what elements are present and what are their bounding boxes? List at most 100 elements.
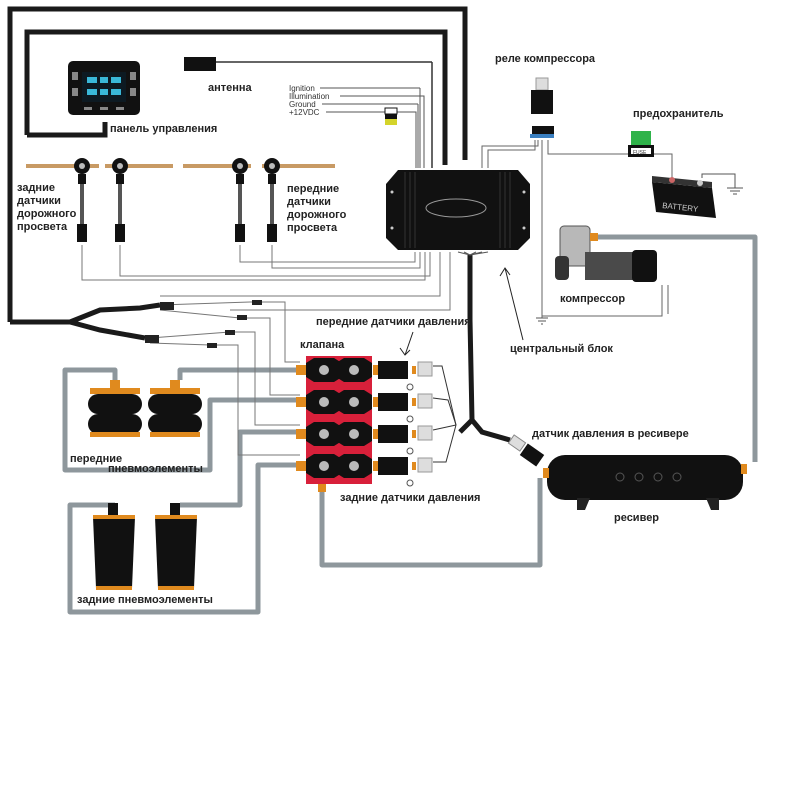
illumination-label: Illumination	[289, 92, 329, 101]
sensor-arm	[183, 164, 251, 168]
ecu-fan-wires	[457, 251, 489, 256]
air-lines	[62, 234, 758, 615]
compressor-relay	[530, 77, 554, 138]
fuse-mark: FUSE	[633, 150, 647, 156]
air-spring-front-right	[148, 380, 202, 437]
split-wire-upper	[10, 302, 161, 325]
height-sensor	[232, 158, 248, 242]
battery-mark: BATTERY	[662, 201, 700, 214]
trunk-to-tank-sensor	[470, 418, 511, 443]
valve-to-tank-line	[319, 478, 543, 568]
display-segment	[111, 89, 121, 95]
air-spring-rear-left	[93, 503, 135, 590]
valve-harness-wires	[149, 301, 300, 456]
front-height-sensors-label-1: передние	[287, 183, 339, 195]
compressor-ground-symbol-icon	[536, 317, 548, 325]
height-sensors	[26, 164, 335, 168]
pressure-sensor	[378, 361, 408, 379]
central-trunk-wire	[458, 255, 475, 434]
panel-button	[84, 107, 92, 110]
fitting	[296, 429, 306, 439]
control-panel	[68, 61, 140, 115]
fitting	[296, 461, 306, 471]
fitting	[318, 484, 326, 492]
sensor-connector	[417, 457, 433, 473]
sensor-arm	[26, 164, 99, 168]
power-input-wires	[320, 87, 425, 168]
connector-icon	[145, 335, 159, 343]
connector-icon	[225, 330, 235, 335]
sensor-connector	[417, 361, 433, 377]
rear-airbags-label: задние пневмоэлементы	[77, 594, 213, 606]
inline-fuse-icon	[384, 107, 398, 125]
front-pressure-sensors-label: передние датчики давления	[316, 316, 471, 328]
harness-connectors	[145, 300, 262, 348]
valve-block	[296, 356, 433, 492]
control-panel-label: панель управления	[110, 123, 217, 135]
rear-height-sensors-label-1: задние	[17, 182, 55, 194]
sensor-arm	[262, 164, 335, 168]
front-airbags-label-1: передние	[70, 453, 122, 465]
rear-air-springs	[93, 503, 197, 590]
connector-icon	[160, 302, 174, 310]
ground-symbol-icon	[406, 383, 414, 391]
central-unit	[386, 170, 530, 250]
power-label: +12VDC	[289, 108, 320, 117]
air-tank	[543, 455, 747, 510]
compressor-label: компрессор	[560, 293, 625, 305]
connector-icon	[237, 315, 247, 320]
height-sensor	[264, 158, 280, 242]
air-spring-front-left	[88, 380, 142, 437]
sensor-arm	[105, 164, 173, 168]
fitting	[296, 365, 306, 375]
fuse-icon	[628, 131, 654, 157]
airlift-logo	[425, 198, 487, 218]
valve-row	[296, 358, 433, 391]
fuse-battery-wire	[654, 153, 673, 180]
valve-row	[296, 422, 433, 455]
panel-button	[100, 107, 108, 110]
outer-harness-wire	[7, 6, 468, 322]
tank-pressure-sensor-label: датчик давления в ресивере	[532, 428, 689, 440]
antenna-icon	[184, 57, 216, 71]
ground-symbol-icon	[727, 187, 743, 195]
panel-button	[130, 88, 136, 96]
front-left-air-line	[62, 367, 302, 473]
tank-pressure-sensor	[507, 434, 545, 467]
compressor-relay-label: реле компрессора	[495, 53, 596, 65]
relay-wires	[481, 140, 669, 318]
pressure-sensor	[378, 425, 408, 443]
fitting	[296, 397, 306, 407]
arrow-icon	[499, 267, 524, 341]
display-segment	[100, 89, 108, 95]
compressor-icon	[555, 225, 657, 282]
height-sensor-bodies	[74, 158, 280, 242]
air-spring-rear-right	[155, 503, 197, 590]
sensor-connector	[417, 393, 433, 409]
sensor-connector	[417, 425, 433, 441]
front-airbags-label-2: пневмоэлементы	[108, 463, 203, 475]
front-height-sensors-label-3: дорожного	[287, 209, 347, 221]
pressure-sensor-wires	[432, 365, 457, 463]
rear-left-air-line	[67, 462, 302, 615]
fuse-label: предохранитель	[633, 108, 724, 120]
connector-icon	[252, 300, 262, 305]
rear-height-sensors-label-3: дорожного	[17, 208, 77, 220]
arrow-icon	[399, 331, 414, 356]
main-harness-wires	[7, 6, 511, 443]
ground-symbol-icon	[406, 415, 414, 423]
rear-pressure-sensors-label: задние датчики давления	[340, 492, 480, 504]
front-right-air-line	[177, 367, 302, 380]
display-segment	[87, 89, 97, 95]
split-wire-lower	[69, 319, 146, 341]
tank-label: ресивер	[614, 512, 659, 524]
panel-harness-wire	[24, 29, 448, 165]
panel-button	[72, 72, 78, 80]
panel-stub-wire	[27, 122, 108, 138]
front-height-sensors-label-2: датчики	[287, 196, 331, 208]
panel-button	[72, 88, 78, 96]
ignition-label: Ignition	[289, 84, 315, 93]
valve-row	[296, 390, 433, 423]
